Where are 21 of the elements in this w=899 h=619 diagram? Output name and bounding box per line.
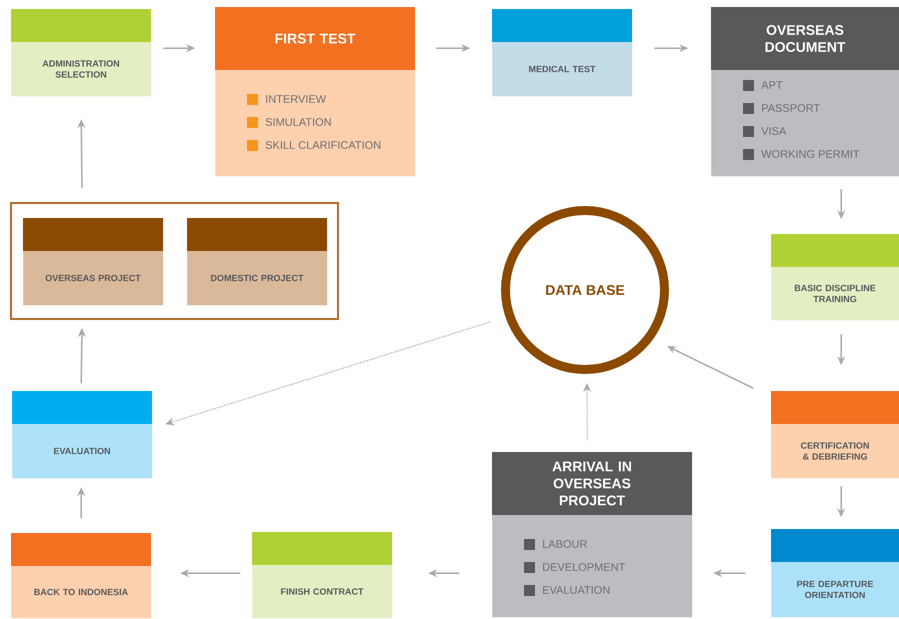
- process-card: FINISH CONTRACT: [252, 532, 392, 618]
- frame-box: [10, 202, 339, 320]
- process-card: ADMINISTRATION SELECTION: [11, 9, 152, 96]
- process-card: BASIC DISCIPLINE TRAINING: [771, 234, 899, 320]
- list-item: DEVELOPMENT: [524, 562, 626, 573]
- list-item: INTERVIEW: [247, 94, 326, 105]
- list-item: VISA: [743, 126, 786, 137]
- list-item: SKILL CLARIFICATION: [247, 140, 380, 151]
- process-card: EVALUATION: [12, 391, 152, 478]
- process-card: DOMESTIC PROJECT: [187, 218, 328, 306]
- list-item: APT: [743, 80, 782, 91]
- process-card: MEDICAL TEST: [492, 9, 632, 96]
- process-card: OVERSEAS PROJECT: [23, 218, 164, 306]
- list-item: WORKING PERMIT: [743, 149, 860, 160]
- list-item: SIMULATION: [247, 117, 331, 128]
- process-card: CERTIFICATION & DEBRIEFING: [771, 391, 899, 478]
- list-item: PASSPORT: [743, 103, 820, 114]
- list-item: LABOUR: [524, 539, 587, 550]
- process-card: PRE DEPARTURE ORIENTATION: [771, 529, 899, 618]
- process-card: BACK TO INDONESIA: [11, 533, 152, 618]
- list-item: EVALUATION: [524, 585, 610, 596]
